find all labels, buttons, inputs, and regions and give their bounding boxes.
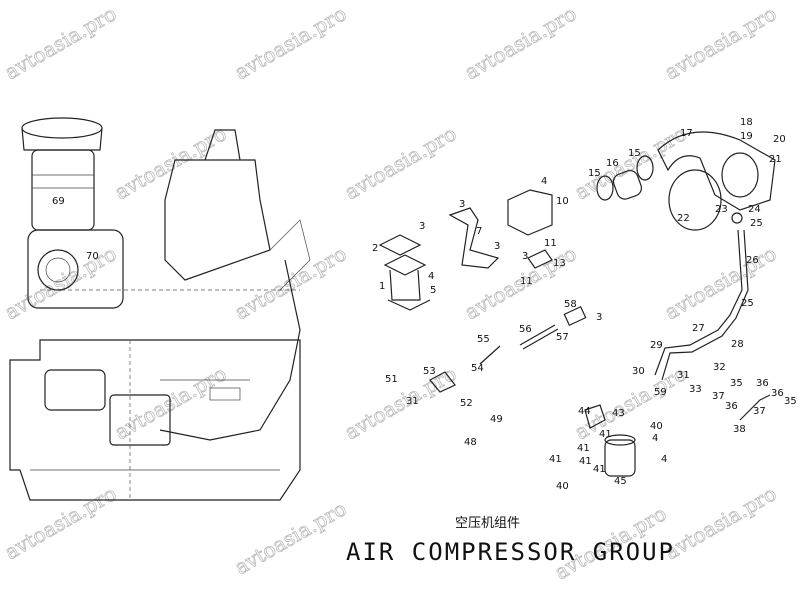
watermark: avtoasia.pro [231,1,351,84]
callout-label: 36 [756,378,769,389]
callout-label: 44 [578,406,591,417]
callout-label: 36 [725,401,738,412]
callout-label: 4 [428,271,434,282]
callout-label: 40 [556,481,569,492]
callout-label: 31 [677,370,690,381]
engine-assembly-drawing [9,117,311,501]
callout-label: 35 [730,378,743,389]
callout-label: 45 [614,476,627,487]
callout-label: 54 [471,363,484,374]
callout-label: 59 [654,387,667,398]
callout-label: 41 [579,456,592,467]
callout-label: 48 [464,437,477,448]
callout-label: 15 [628,148,641,159]
callout-label: 3 [494,241,500,252]
callout-label: 24 [748,204,761,215]
watermark: avtoasia.pro [1,241,121,324]
callout-label: 69 [52,196,65,207]
watermark: avtoasia.pro [661,241,781,324]
callout-label: 25 [741,298,754,309]
callout-label: 21 [769,154,782,165]
callout-label: 22 [677,213,690,224]
callout-label: 18 [740,117,753,128]
callout-label: 29 [650,340,663,351]
watermark: avtoasia.pro [571,361,691,444]
callout-label: 28 [731,339,744,350]
callout-label: 57 [556,332,569,343]
watermark: avtoasia.pro [1,1,121,84]
watermark: avtoasia.pro [341,121,461,204]
watermarks: avtoasia.pro avtoasia.pro avtoasia.pro a… [0,1,781,585]
callout-label: 4 [661,454,667,465]
callout-label: 26 [746,255,759,266]
part-callouts: 69 70 1 2 3 4 5 3 7 3 4 10 11 3 13 11 15… [52,117,797,492]
callout-label: 30 [632,366,645,377]
callout-label: 49 [490,414,503,425]
callout-label: 41 [549,454,562,465]
callout-label: 52 [460,398,473,409]
callout-label: 10 [556,196,569,207]
watermark: avtoasia.pro [111,121,231,204]
callout-label: 2 [372,243,378,254]
callout-label: 58 [564,299,577,310]
watermark: avtoasia.pro [571,121,691,204]
callout-label: 37 [712,391,725,402]
callout-label: 43 [612,408,625,419]
callout-label: 35 [784,396,797,407]
callout-label: 33 [689,384,702,395]
callout-label: 3 [522,251,528,262]
callout-label: 3 [459,199,465,210]
callout-label: 70 [86,251,99,262]
watermark: avtoasia.pro [661,481,781,564]
callout-label: 7 [476,226,482,237]
callout-label: 55 [477,334,490,345]
callout-label: 11 [544,238,557,249]
callout-label: 36 [771,388,784,399]
callout-label: 15 [588,168,601,179]
callout-label: 4 [541,176,547,187]
callout-label: 13 [553,258,566,269]
callout-label: 41 [599,429,612,440]
watermark: avtoasia.pro [1,481,121,564]
watermark: avtoasia.pro [461,1,581,84]
callout-label: 4 [652,433,658,444]
callout-label: 41 [593,464,606,475]
callout-label: 56 [519,324,532,335]
watermark: avtoasia.pro [661,1,781,84]
callout-label: 38 [733,424,746,435]
callout-label: 20 [773,134,786,145]
callout-label: 16 [606,158,619,169]
callout-label: 5 [430,285,436,296]
callout-label: 19 [740,131,753,142]
callout-label: 32 [713,362,726,373]
diagram-title: AIR COMPRESSOR GROUP [346,538,675,566]
exploded-parts-drawing [378,131,776,477]
callout-label: 31 [406,396,419,407]
callout-label: 41 [577,443,590,454]
diagram-title-chinese: 空压机组件 [455,516,521,531]
callout-label: 17 [680,128,693,139]
callout-label: 27 [692,323,705,334]
callout-label: 25 [750,218,763,229]
callout-label: 51 [385,374,398,385]
callout-label: 1 [379,281,385,292]
callout-label: 53 [423,366,436,377]
callout-label: 23 [715,204,728,215]
callout-label: 3 [596,312,602,323]
callout-label: 37 [753,406,766,417]
callout-label: 3 [419,221,425,232]
callout-label: 11 [520,276,533,287]
watermark: avtoasia.pro [231,496,351,579]
callout-label: 40 [650,421,663,432]
